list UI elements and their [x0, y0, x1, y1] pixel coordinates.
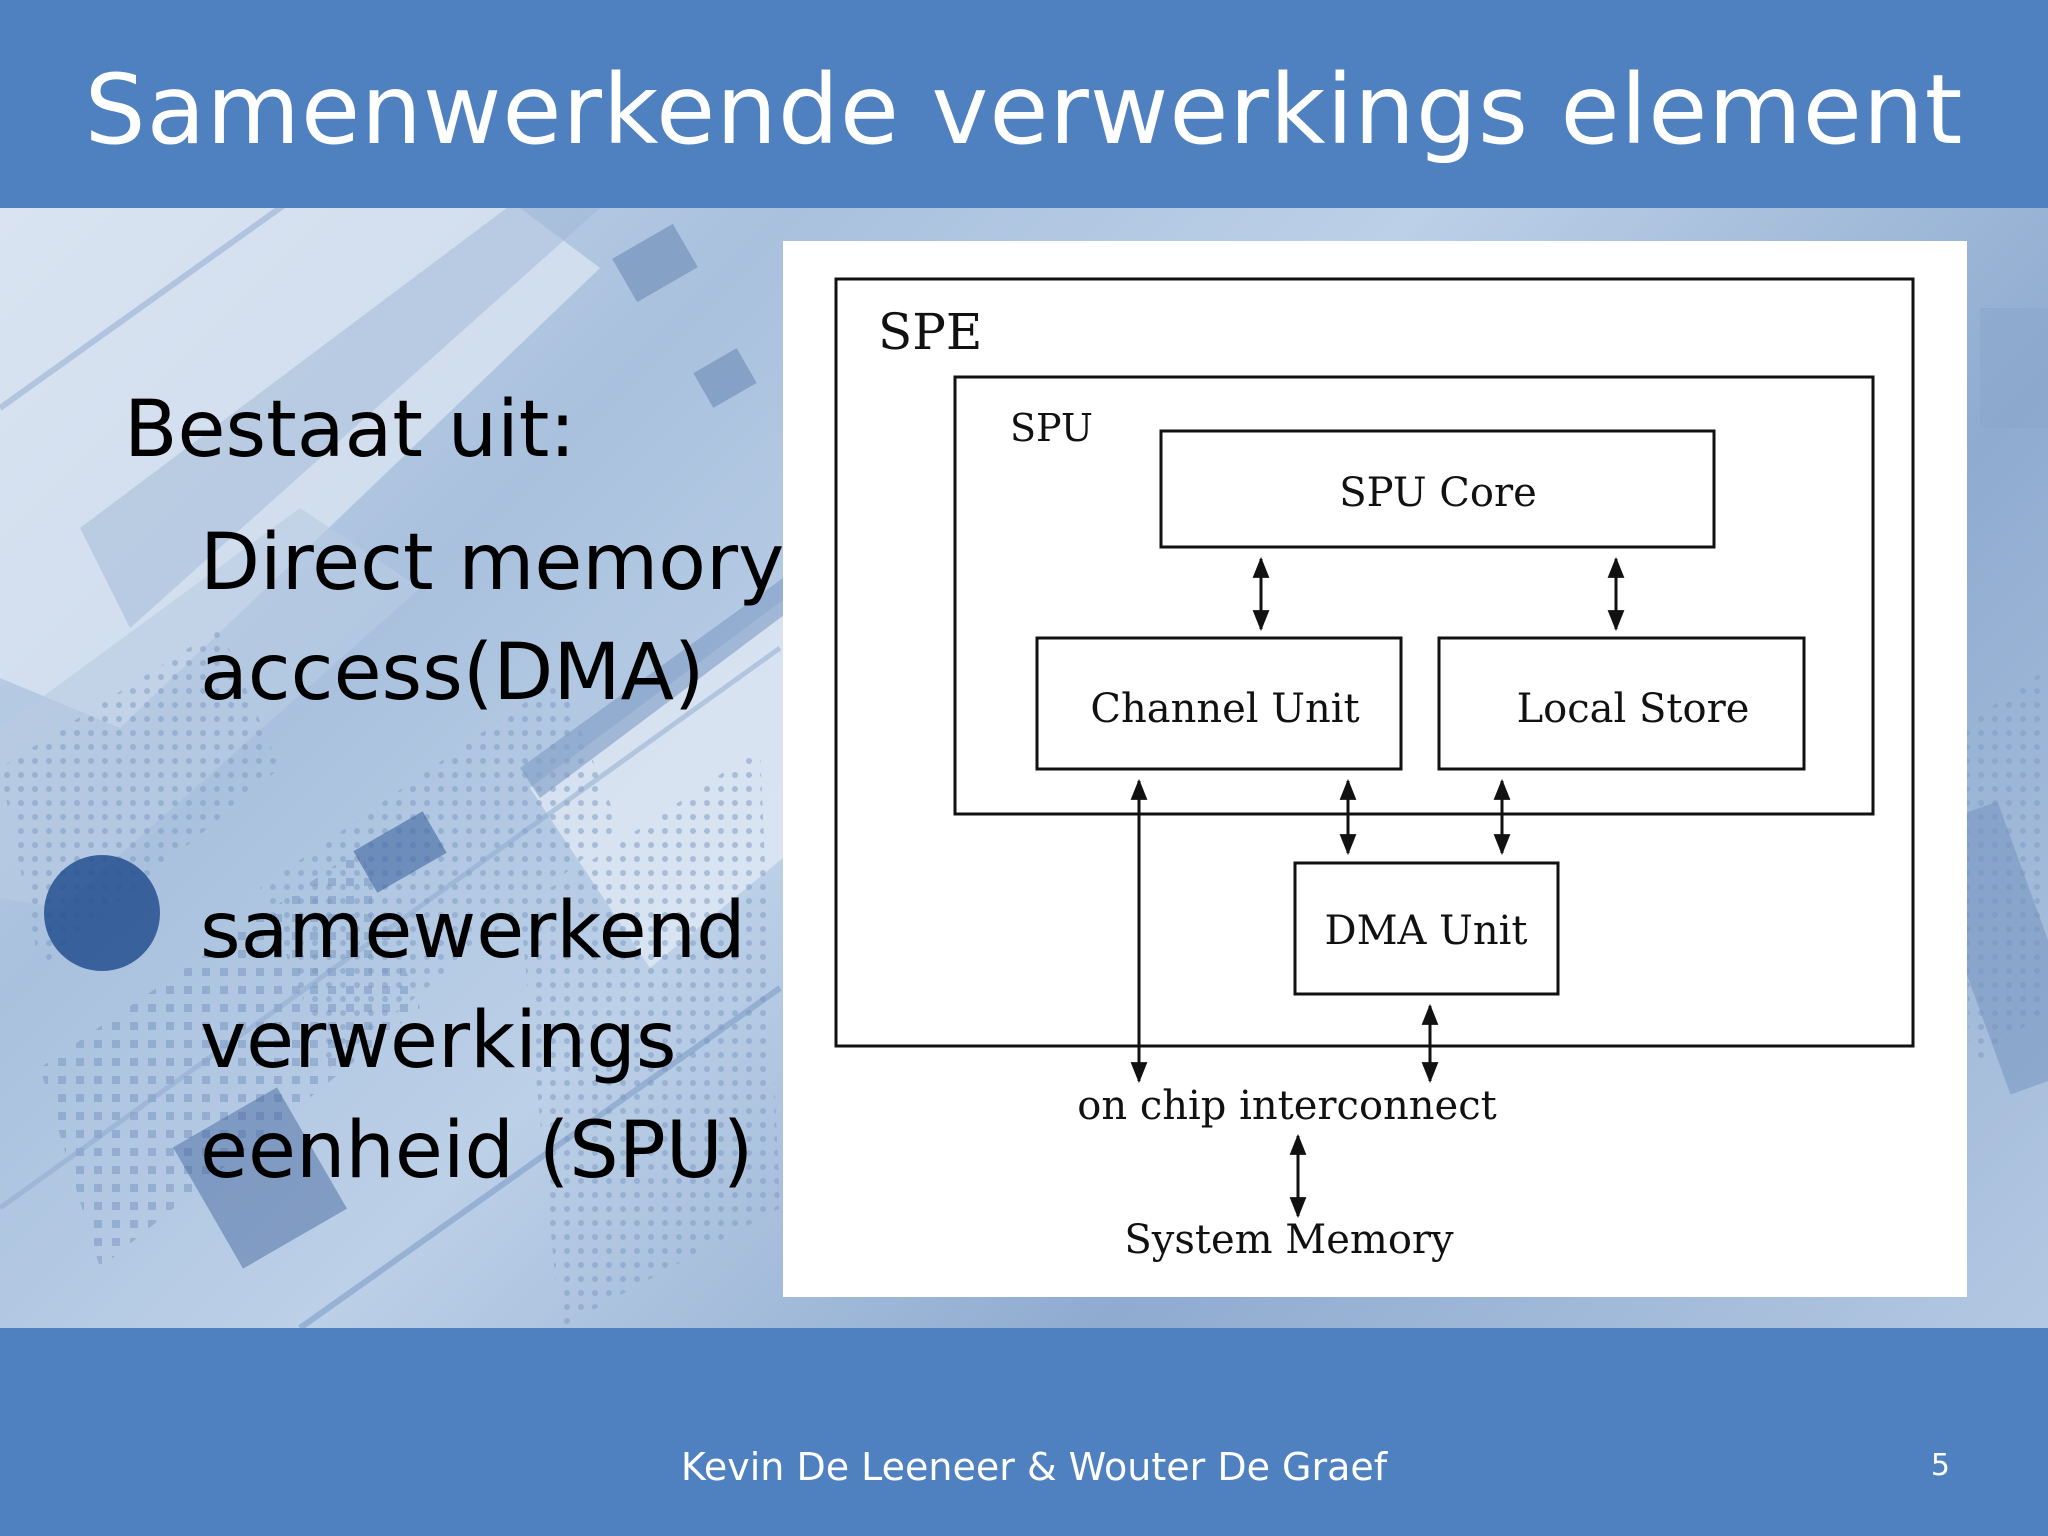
page-number: 5	[1930, 1448, 1950, 1483]
footer-bar: Kevin De Leeneer & Wouter De Graef 5	[0, 1328, 2048, 1536]
spu-core-label: SPU Core	[1339, 470, 1537, 516]
bullet-line: samewerkend	[200, 886, 746, 976]
bullet-heading: Bestaat uit:	[124, 385, 576, 475]
bullet-line: access(DMA)	[200, 628, 705, 718]
bullet-line: verwerkings	[200, 996, 677, 1086]
system-memory-label: System Memory	[1124, 1217, 1454, 1263]
spu-box	[953, 375, 1875, 816]
slide-title: Samenwerkende verwerkings element	[84, 54, 1964, 166]
circuit-board-background	[0, 208, 2048, 1328]
spe-label: SPE	[878, 303, 982, 361]
bullet-list: Bestaat uit: Direct memory access(DMA) s…	[0, 208, 785, 1328]
dma-unit-label: DMA Unit	[1325, 908, 1528, 954]
spu-core-box	[1159, 429, 1716, 549]
bullet-item-spu: samewerkend verwerkings eenheid (SPU)	[200, 876, 780, 1206]
footer-authors: Kevin De Leeneer & Wouter De Graef	[680, 1445, 1388, 1489]
spe-diagram-panel: SPE SPU SPU Core Channel Unit Local Stor…	[783, 241, 1967, 1297]
bullet-item-dma: Direct memory access(DMA)	[200, 508, 785, 728]
spe-box	[834, 277, 1915, 1048]
local-store-box	[1437, 636, 1806, 771]
spe-diagram: SPE SPU SPU Core Channel Unit Local Stor…	[834, 277, 1915, 1263]
interconnect-label: on chip interconnect	[1077, 1083, 1496, 1129]
dma-unit-box	[1293, 861, 1560, 996]
bullet-line: eenheid (SPU)	[200, 1106, 754, 1196]
channel-unit-label: Channel Unit	[1090, 686, 1359, 732]
local-store-label: Local Store	[1517, 686, 1750, 732]
bullet-line: Direct memory	[200, 518, 785, 608]
spu-label: SPU	[1010, 406, 1093, 450]
content-area: Bestaat uit: Direct memory access(DMA) s…	[0, 208, 2048, 1328]
channel-unit-box	[1035, 636, 1403, 771]
title-bar: Samenwerkende verwerkings element	[0, 0, 2048, 208]
